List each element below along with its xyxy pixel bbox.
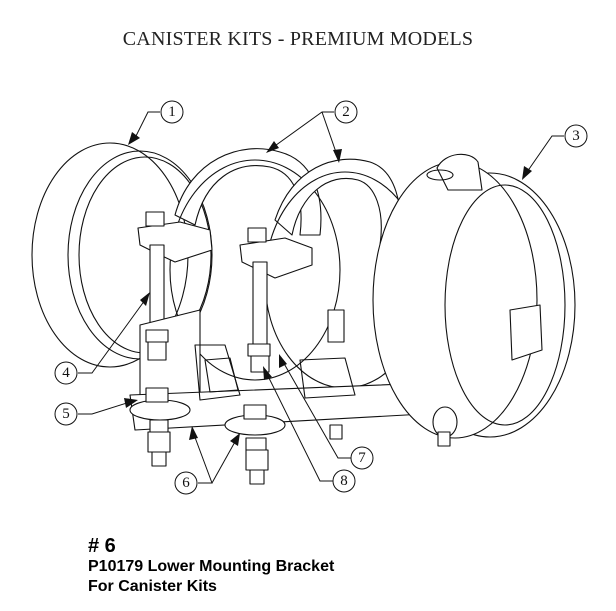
item-number: # 6 — [88, 535, 116, 557]
callout-number: 8 — [340, 473, 348, 489]
callout-3: 3 — [522, 124, 588, 180]
callout-number: 6 — [182, 475, 190, 491]
callout-4: 4 — [54, 292, 150, 385]
callout-number: 3 — [572, 128, 580, 144]
part-number-line: P10179 Lower Mounting Bracket — [88, 558, 335, 575]
part-caption: # 6 P10179 Lower Mounting Bracket For Ca… — [88, 535, 334, 597]
callout-8: 8 — [263, 366, 356, 493]
callout-number: 2 — [342, 104, 350, 120]
callout-6: 6 — [174, 426, 240, 495]
part-description: For Canister Kits — [88, 578, 217, 595]
callout-2: 2 — [266, 100, 358, 163]
diagram-title: CANISTER KITS - PREMIUM MODELS — [122, 28, 474, 50]
callout-1: 1 — [128, 100, 184, 145]
clamp-band-a — [137, 148, 341, 406]
callout-7: 7 — [279, 354, 374, 470]
callout-number: 7 — [358, 450, 366, 466]
callout-5: 5 — [54, 398, 138, 426]
callout-number: 1 — [168, 104, 176, 120]
ring-part — [31, 142, 213, 368]
callout-number: 4 — [62, 365, 70, 381]
lower-mounting-bracket — [129, 344, 461, 485]
canister-part — [372, 153, 576, 447]
callout-number: 5 — [62, 406, 70, 422]
